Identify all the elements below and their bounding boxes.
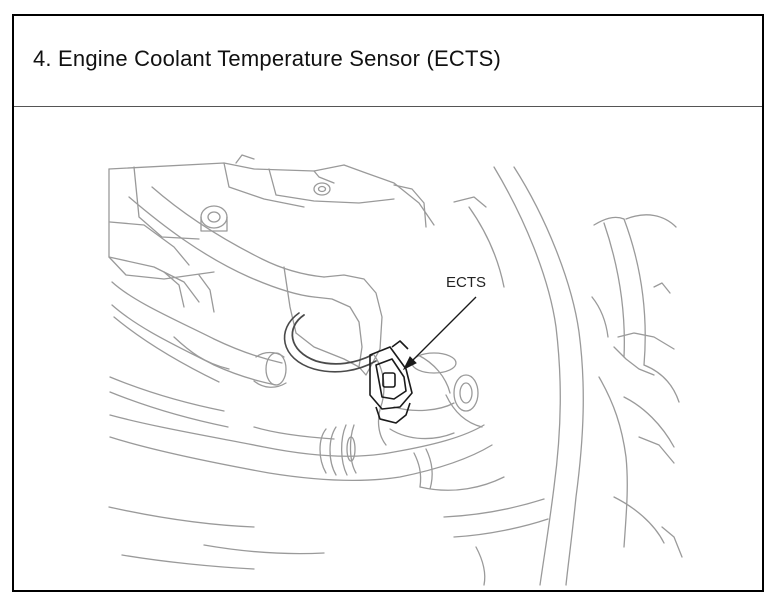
ects-callout: ECTS [402,274,486,371]
pipe-bracket [128,186,383,376]
thermostat-housing [253,351,483,446]
callout-leader-line [405,296,477,368]
bolt-shape [200,182,331,232]
upper-hose [111,271,283,386]
callout-arrowhead [402,356,417,371]
right-side-hoses [453,166,683,586]
title-bar: 4. Engine Coolant Temperature Sensor (EC… [14,16,762,107]
lower-hose [109,336,493,482]
engine-illustration: ECTS [14,107,762,590]
engine-block-outline [108,154,435,303]
page-title: 4. Engine Coolant Temperature Sensor (EC… [33,46,501,71]
hose-clamp [319,424,505,491]
ects-callout-label: ECTS [446,274,486,291]
bottom-pipes [108,498,549,586]
ects-sensor [369,340,413,424]
figure-frame: 4. Engine Coolant Temperature Sensor (EC… [12,14,764,592]
